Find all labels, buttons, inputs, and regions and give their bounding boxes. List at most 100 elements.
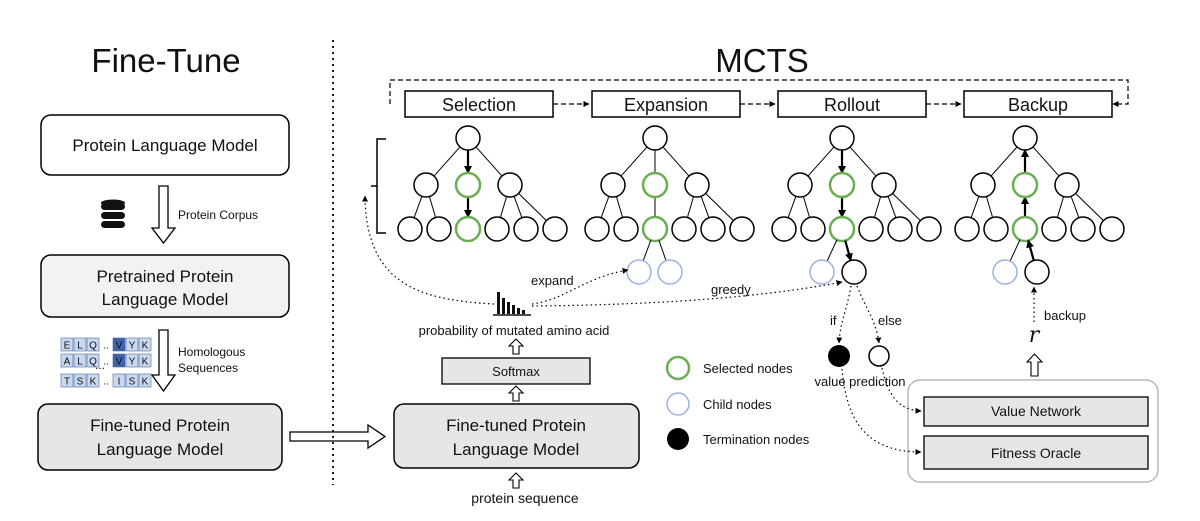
msa-cell	[86, 353, 100, 368]
tree-node	[413, 172, 439, 198]
msa-residue: ..	[103, 377, 109, 388]
tree-edge	[1056, 196, 1065, 218]
tree-node	[1099, 216, 1125, 242]
tree-edge	[887, 196, 897, 218]
tree-node	[1041, 216, 1067, 242]
homologous-label-line1: Homologous	[178, 345, 245, 359]
search-trees	[397, 125, 1125, 285]
tree-node	[771, 216, 797, 242]
msa-cell	[73, 353, 87, 368]
homologous-label-line2: Sequences	[178, 361, 238, 375]
msa-residue: Y	[129, 341, 136, 352]
expand-label: expand	[531, 273, 574, 288]
hollow-up-arrow-icon	[507, 472, 525, 489]
legend: Selected nodes Child nodes Termination n…	[665, 355, 810, 450]
msa-residue: K	[142, 357, 149, 368]
root-node	[642, 125, 668, 151]
hollow-right-arrow-icon	[289, 423, 387, 450]
hollow-up-arrow-icon	[507, 385, 525, 402]
tree-node	[426, 216, 452, 242]
tree-node	[700, 216, 726, 242]
msa-cell	[138, 373, 152, 388]
stage-selection: Selection	[404, 90, 554, 118]
child-node	[626, 259, 652, 285]
tree-node	[858, 216, 884, 242]
tree-edge	[620, 146, 648, 177]
legend-child-label: Child nodes	[703, 397, 772, 412]
tree-edge	[658, 240, 667, 261]
tree-node	[542, 216, 568, 242]
msa-cell	[125, 373, 139, 388]
prob-label: probability of mutated amino acid	[419, 323, 610, 338]
tree-node	[600, 172, 626, 198]
msa-residue: I	[118, 377, 121, 388]
stage-expansion: Expansion	[591, 90, 741, 118]
tree-node	[954, 216, 980, 242]
softmax-label: Softmax	[492, 364, 540, 379]
msa-cell	[112, 337, 126, 352]
tree-edge	[600, 196, 610, 218]
msa-residue: K	[142, 377, 149, 388]
greedy-label: greedy	[711, 282, 751, 297]
root-node	[829, 125, 855, 151]
tree-node	[1054, 172, 1080, 198]
loop-arrow	[389, 79, 1129, 107]
backup-edge	[1026, 239, 1035, 261]
tree-edge	[700, 196, 710, 218]
selection-flow-arrow	[362, 195, 495, 305]
hollow-down-arrow-icon	[150, 185, 177, 245]
corpus-label: Protein Corpus	[178, 208, 258, 222]
rollout-edge	[844, 240, 853, 262]
tree-node	[983, 216, 1009, 242]
fitness-oracle-arrow	[841, 368, 922, 455]
tree-edge	[985, 196, 994, 218]
value-network-label: Value Network	[991, 403, 1082, 419]
msa-cell	[86, 373, 100, 388]
root-node	[1012, 125, 1038, 151]
tree-node	[513, 216, 539, 242]
child-node	[992, 259, 1018, 285]
msa-residue: ..	[103, 357, 109, 368]
tree-node	[800, 216, 826, 242]
termination-node	[828, 345, 850, 367]
msa-residue: V	[116, 357, 123, 368]
tree-node	[397, 216, 423, 242]
plm-box: Protein Language Model	[40, 114, 290, 176]
hollow-up-arrow-icon	[507, 338, 525, 355]
msa-cell	[60, 373, 74, 388]
finetuned-right-line2: Language Model	[453, 440, 580, 459]
msa-cell	[125, 353, 139, 368]
if-label: if	[830, 313, 837, 328]
selected-node	[454, 171, 482, 199]
legend-child-swatch	[666, 392, 690, 416]
msa-cell	[112, 353, 126, 368]
child-node	[657, 259, 683, 285]
tree-edge	[873, 196, 882, 218]
legend-selected-label: Selected nodes	[703, 361, 793, 376]
finetuned-box-left: Fine-tuned Protein Language Model	[37, 403, 283, 471]
tree-edge	[802, 196, 811, 218]
msa-residue: K	[90, 377, 97, 388]
tree-node	[497, 172, 523, 198]
msa-residue: K	[142, 341, 149, 352]
tree-edge	[615, 196, 624, 218]
hollow-down-arrow-icon	[150, 329, 177, 393]
tree-edge	[499, 196, 508, 218]
value-prediction-label: value prediction	[814, 374, 905, 389]
tree-node	[887, 216, 913, 242]
pretrained-label-line1: Pretrained Protein	[96, 267, 233, 286]
softmax-box: Softmax	[441, 357, 591, 385]
selected-node	[641, 215, 669, 243]
database-icon	[101, 199, 125, 228]
tree-edge	[428, 196, 437, 218]
msa-residue: S	[129, 377, 136, 388]
msa-residue: T	[64, 377, 70, 388]
tree-edge	[849, 146, 877, 177]
tree-node	[970, 172, 996, 198]
stage-expansion-label: Expansion	[624, 95, 708, 115]
tree-node	[613, 216, 639, 242]
tree-edge	[990, 146, 1018, 177]
tree-node	[484, 216, 510, 242]
